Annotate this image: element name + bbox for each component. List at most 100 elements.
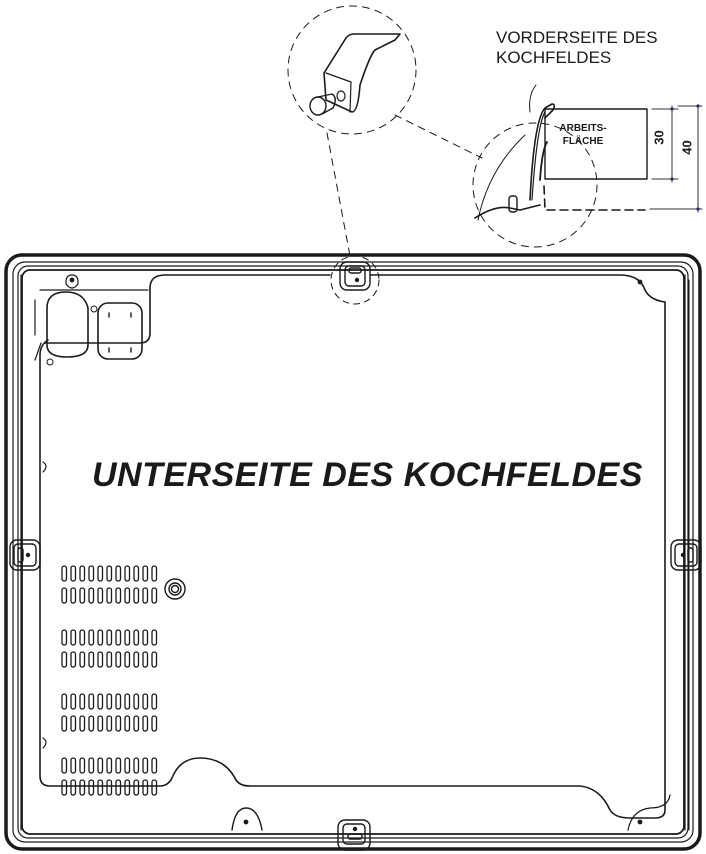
vent-slot (142, 693, 149, 710)
vent-slot (151, 651, 158, 668)
vent-slot (151, 629, 158, 646)
vent-slot (79, 629, 86, 646)
dimension-lines (649, 104, 703, 213)
vent-slot (124, 779, 131, 796)
vent-slot (70, 587, 77, 604)
front-side-label-line2: KOCHFELDES (496, 48, 612, 67)
vent-slot (88, 629, 95, 646)
vent-slot (124, 629, 131, 646)
cross-section-detail (472, 84, 703, 248)
vent-slot (115, 757, 122, 774)
vent-slot (151, 715, 158, 732)
vent-slot (142, 757, 149, 774)
front-side-label-line1: VORDERSEITE DES (496, 28, 658, 47)
vent-slot (106, 693, 113, 710)
vent-slot (124, 693, 131, 710)
fixing-bracket-top (330, 255, 380, 305)
vent-slot (97, 779, 104, 796)
vent-slot (88, 715, 95, 732)
vent-slot (124, 565, 131, 582)
vent-slot (133, 629, 140, 646)
vent-slot (151, 693, 158, 710)
vent-slot (61, 693, 68, 710)
hob-inner-body (34, 274, 666, 819)
vent-slot (133, 651, 140, 668)
vent-slot (106, 587, 113, 604)
worktop-label-line1: ARBEITS- (559, 123, 607, 134)
fixing-bracket-right (670, 539, 702, 571)
diagram-title: UNTERSEITE DES KOCHFELDES (92, 456, 643, 494)
corner-screws (231, 279, 671, 831)
vent-slot (115, 779, 122, 796)
vent-slot (61, 779, 68, 796)
vent-slot (88, 757, 95, 774)
vent-slot (79, 779, 86, 796)
vent-slot (88, 693, 95, 710)
vent-slot (115, 651, 122, 668)
fixing-bracket-bottom (337, 819, 371, 851)
vent-slot (70, 779, 77, 796)
fixing-bracket-left (9, 539, 41, 571)
vent-slot (79, 651, 86, 668)
vent-slot (70, 565, 77, 582)
vent-slot (97, 715, 104, 732)
vent-slot (115, 693, 122, 710)
vent-slot (133, 779, 140, 796)
vent-slot (79, 587, 86, 604)
vent-slot (133, 565, 140, 582)
vent-slot (115, 565, 122, 582)
vent-slot (124, 715, 131, 732)
vent-slot (142, 629, 149, 646)
vent-slot (142, 651, 149, 668)
vent-slot (79, 715, 86, 732)
vent-slot (61, 651, 68, 668)
vent-slot (106, 715, 113, 732)
vent-slots (61, 565, 158, 796)
vent-slot (70, 651, 77, 668)
vent-slot (106, 757, 113, 774)
dimension-40: 40 (679, 140, 695, 155)
vent-slot (124, 757, 131, 774)
vent-slot (124, 651, 131, 668)
vent-slot (133, 587, 140, 604)
vent-slot (70, 757, 77, 774)
vent-slot (97, 757, 104, 774)
vent-slot (142, 715, 149, 732)
vent-slot (124, 587, 131, 604)
vent-slot (97, 693, 104, 710)
front-side-label: VORDERSEITE DES KOCHFELDES (496, 28, 658, 68)
vent-slot (88, 587, 95, 604)
vent-slot (106, 629, 113, 646)
vent-slot (142, 587, 149, 604)
vent-slot (61, 565, 68, 582)
vent-slot (97, 565, 104, 582)
vent-slot (133, 715, 140, 732)
vent-slot (97, 629, 104, 646)
vent-slot (61, 757, 68, 774)
vent-slot (97, 651, 104, 668)
worktop-label: ARBEITS- FLÄCHE (553, 122, 613, 148)
vent-slot (151, 757, 158, 774)
vent-slot (79, 565, 86, 582)
vent-slot (88, 565, 95, 582)
vent-slot (79, 693, 86, 710)
worktop-label-line2: FLÄCHE (562, 136, 604, 147)
vent-slot (115, 629, 122, 646)
vent-slot (151, 779, 158, 796)
vent-slot (106, 565, 113, 582)
vent-slot (151, 565, 158, 582)
vent-slot (115, 715, 122, 732)
vent-slot (88, 651, 95, 668)
vent-slot (142, 565, 149, 582)
vent-slot (61, 715, 68, 732)
hob-frame (4, 253, 702, 851)
screw-ring (164, 578, 186, 600)
vent-slot (97, 587, 104, 604)
vent-slot (61, 629, 68, 646)
vent-slot (79, 757, 86, 774)
vent-slot (106, 779, 113, 796)
vent-slot (61, 587, 68, 604)
vent-slot (88, 779, 95, 796)
vent-slot (142, 779, 149, 796)
